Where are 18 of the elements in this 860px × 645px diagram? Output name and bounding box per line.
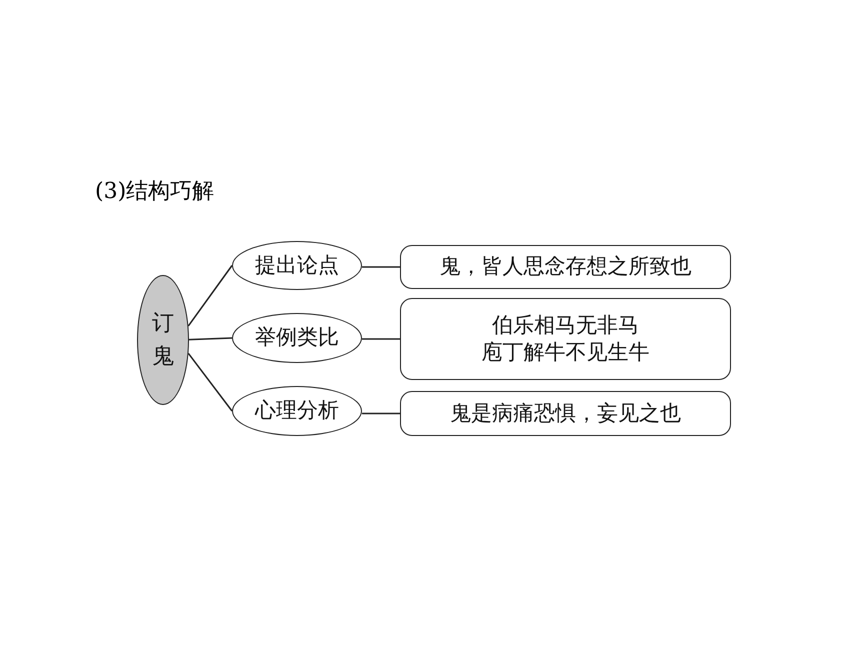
node-text: 庖丁解牛不见生牛 <box>482 339 650 366</box>
node-text: 订鬼 <box>152 310 174 371</box>
content-box <box>400 298 731 380</box>
node-text: 提出论点 <box>255 252 339 279</box>
node-text: 鬼，皆人思念存想之所致也 <box>440 253 692 280</box>
node-text: 伯乐相马无非马 <box>492 312 639 339</box>
connector-line <box>362 412 400 414</box>
connector-line <box>188 353 233 412</box>
connector-line <box>188 337 232 340</box>
node-text: 鬼是病痛恐惧，妄见之也 <box>450 400 681 427</box>
heading: (3)结构巧解 <box>95 178 214 206</box>
node-text: 举例类比 <box>255 324 339 352</box>
connector-line <box>188 265 233 326</box>
connector-line <box>362 266 400 268</box>
content-box <box>400 245 731 289</box>
node-text: 心理分析 <box>255 397 339 424</box>
connector-line <box>362 338 400 340</box>
content-box <box>400 391 731 436</box>
